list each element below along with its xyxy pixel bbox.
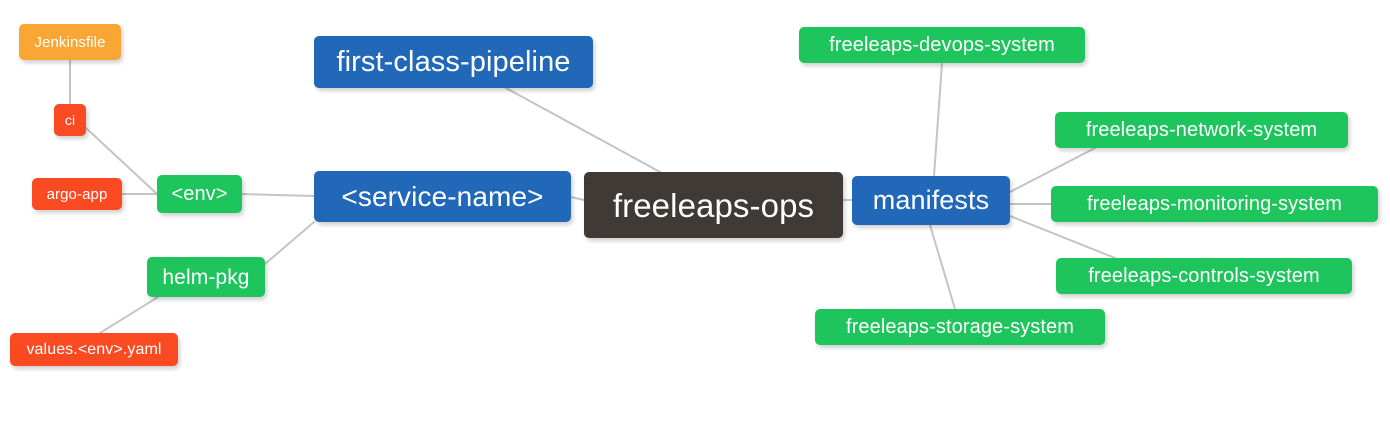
node-env[interactable]: <env> bbox=[157, 175, 242, 213]
edge-manifests-to-freeleaps-storage-system bbox=[929, 224, 956, 310]
node-freeleaps-controls-system[interactable]: freeleaps-controls-system bbox=[1056, 258, 1352, 294]
node-freeleaps-devops-system[interactable]: freeleaps-devops-system bbox=[799, 27, 1085, 63]
node-jenkinsfile[interactable]: Jenkinsfile bbox=[19, 24, 121, 60]
node-label-freeleaps-monitoring-system: freeleaps-monitoring-system bbox=[1086, 193, 1342, 215]
node-label-service-name: <service-name> bbox=[341, 180, 544, 212]
node-label-env: <env> bbox=[171, 183, 228, 205]
edge-env-to-service-name bbox=[241, 193, 315, 197]
edge-first-class-pipeline-to-freeleaps-ops bbox=[505, 87, 661, 173]
node-helm-pkg[interactable]: helm-pkg bbox=[147, 257, 265, 297]
node-label-ci: ci bbox=[64, 112, 76, 128]
node-values-yaml[interactable]: values.<env>.yaml bbox=[10, 333, 178, 366]
node-label-helm-pkg: helm-pkg bbox=[162, 265, 250, 289]
node-freeleaps-ops[interactable]: freeleaps-ops bbox=[584, 172, 843, 238]
node-ci[interactable]: ci bbox=[54, 104, 86, 136]
edge-manifests-to-freeleaps-controls-system bbox=[1009, 215, 1116, 259]
node-freeleaps-monitoring-system[interactable]: freeleaps-monitoring-system bbox=[1051, 186, 1378, 222]
node-label-freeleaps-ops: freeleaps-ops bbox=[612, 186, 815, 224]
node-service-name[interactable]: <service-name> bbox=[314, 171, 571, 222]
node-label-values-yaml: values.<env>.yaml bbox=[26, 340, 162, 358]
node-label-manifests: manifests bbox=[872, 185, 990, 215]
node-label-jenkinsfile: Jenkinsfile bbox=[34, 33, 106, 51]
node-first-class-pipeline[interactable]: first-class-pipeline bbox=[314, 36, 593, 88]
edge-manifests-to-freeleaps-devops-system bbox=[933, 62, 943, 177]
edge-service-name-to-freeleaps-ops bbox=[570, 196, 585, 201]
node-argo-app[interactable]: argo-app bbox=[32, 178, 122, 210]
node-manifests[interactable]: manifests bbox=[852, 176, 1010, 225]
edge-service-name-to-helm-pkg bbox=[264, 221, 315, 265]
edge-helm-pkg-to-values-yaml bbox=[99, 296, 159, 334]
node-label-argo-app: argo-app bbox=[46, 185, 108, 203]
node-label-freeleaps-storage-system: freeleaps-storage-system bbox=[845, 316, 1075, 338]
node-freeleaps-storage-system[interactable]: freeleaps-storage-system bbox=[815, 309, 1105, 345]
node-label-freeleaps-devops-system: freeleaps-devops-system bbox=[829, 34, 1055, 56]
node-label-freeleaps-network-system: freeleaps-network-system bbox=[1085, 119, 1318, 141]
node-label-first-class-pipeline: first-class-pipeline bbox=[336, 45, 571, 78]
node-label-freeleaps-controls-system: freeleaps-controls-system bbox=[1088, 265, 1320, 287]
node-freeleaps-network-system[interactable]: freeleaps-network-system bbox=[1055, 112, 1348, 148]
